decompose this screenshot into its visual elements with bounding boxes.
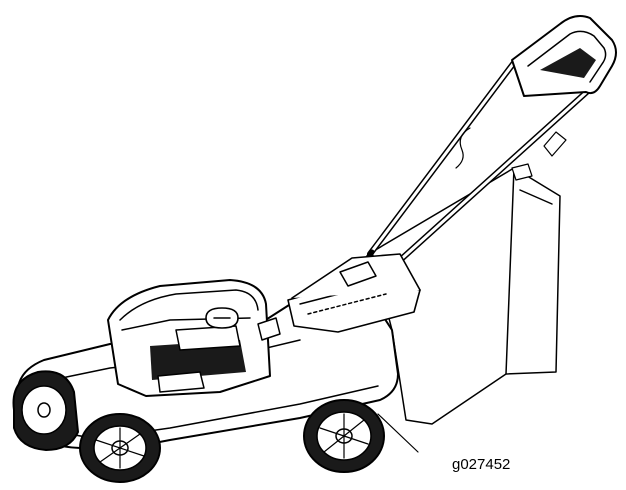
engine-shroud-dark	[150, 340, 246, 380]
handle-grip	[511, 15, 617, 97]
figure-id-label: g027452	[452, 456, 511, 473]
rear-wheel	[303, 399, 385, 473]
leader-line	[377, 413, 419, 453]
front-wheel	[79, 413, 161, 483]
control-cable	[455, 127, 471, 169]
engine	[107, 279, 281, 397]
front-left-wheel	[12, 370, 79, 451]
oil-cap	[257, 317, 281, 341]
